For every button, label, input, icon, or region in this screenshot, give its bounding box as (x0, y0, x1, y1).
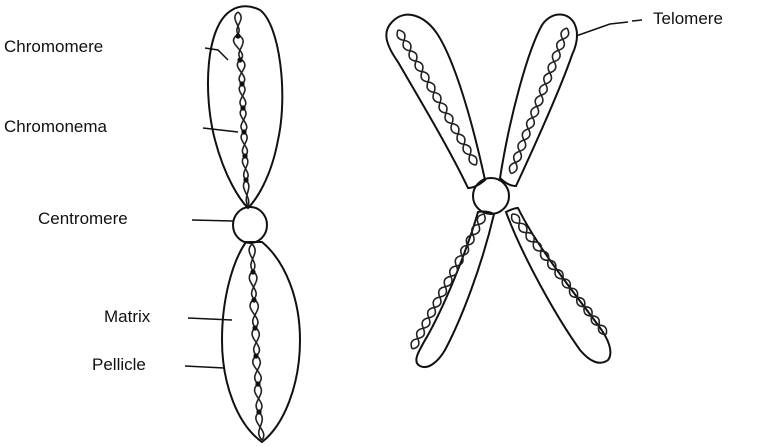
centromere-label: Centromere (38, 209, 128, 229)
telomere-label: Telomere (653, 9, 723, 29)
helix-lower-left (409, 212, 487, 351)
right-centromere (473, 178, 509, 214)
matrix-label: Matrix (104, 307, 150, 327)
helix-upper-left (395, 28, 479, 167)
left-chromosome (208, 6, 300, 442)
helix-upper-right (508, 27, 571, 175)
chromomere-leader (205, 48, 228, 60)
left-centromere (233, 207, 267, 243)
chromomere-label: Chromomere (4, 37, 103, 57)
pellicle-label: Pellicle (92, 355, 146, 375)
centromere-leader (192, 220, 233, 221)
telomere-leader (576, 20, 642, 36)
right-arm-lower-left (416, 212, 494, 367)
chromonema-label: Chromonema (4, 117, 107, 137)
pellicle-leader (185, 366, 224, 368)
matrix-leader (188, 318, 232, 320)
right-arm-upper-right (500, 14, 577, 186)
chromonema-leader (203, 128, 238, 132)
right-chromosome (386, 14, 610, 367)
